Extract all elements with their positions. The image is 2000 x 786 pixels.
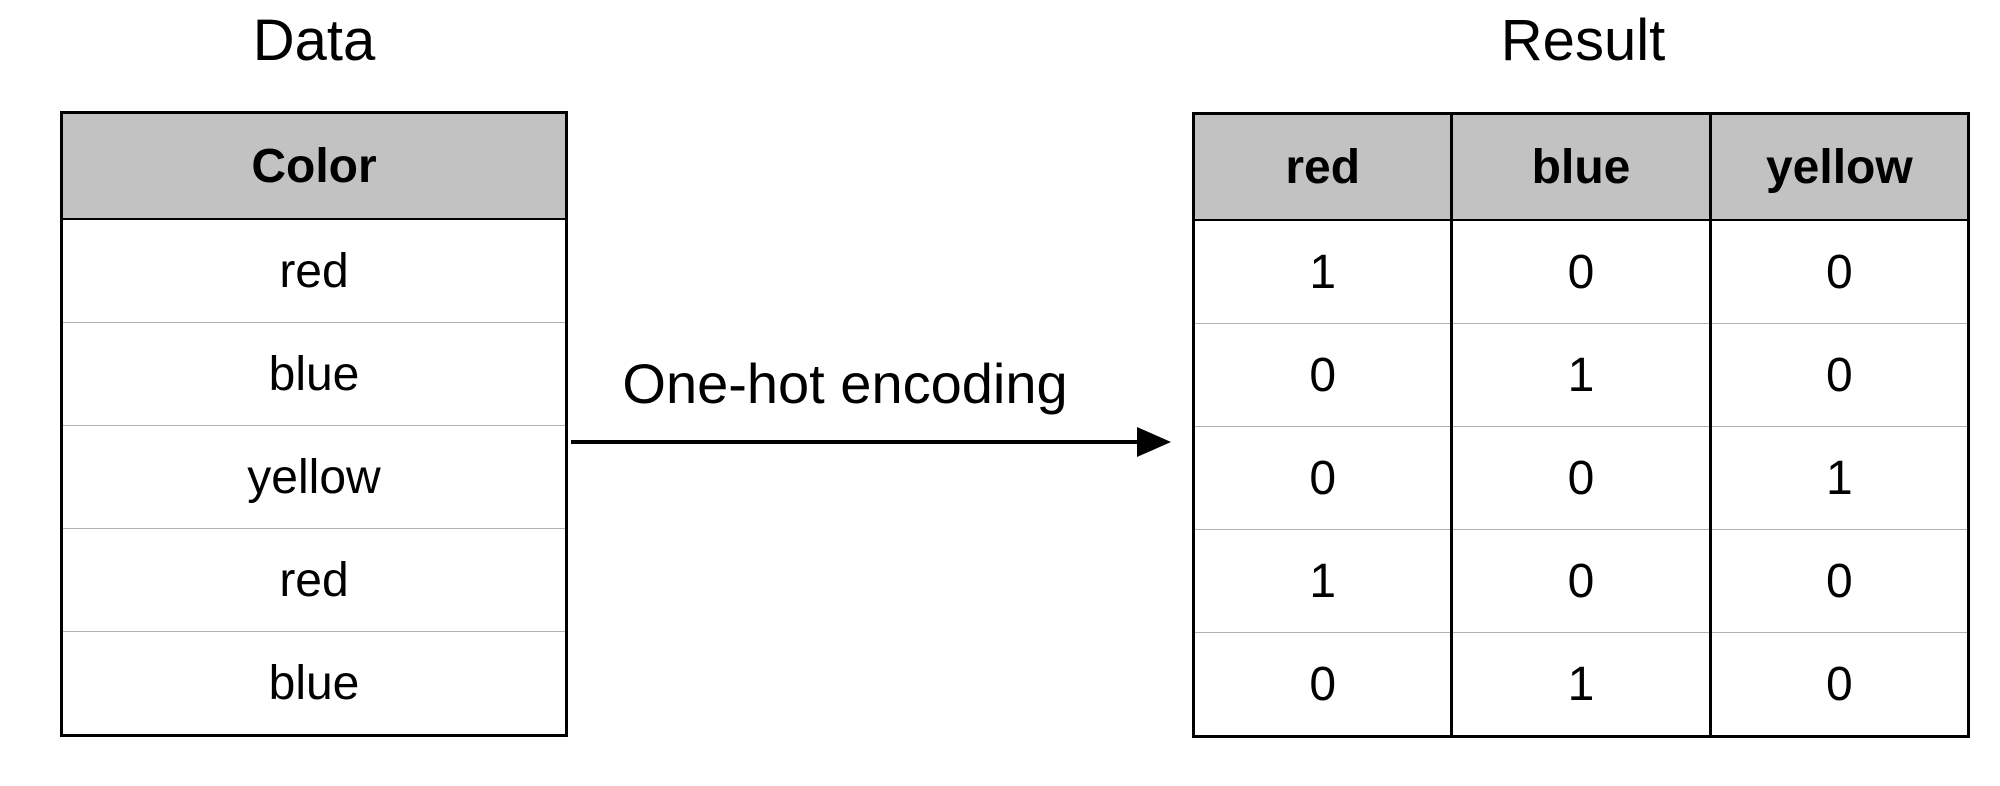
- result-header-blue: blue: [1450, 113, 1711, 221]
- data-table-row: red: [61, 218, 567, 323]
- transform-label: One-hot encoding: [622, 352, 1068, 415]
- transform-arrow: [571, 427, 1171, 457]
- data-table-row: yellow: [61, 425, 567, 529]
- data-table-row: blue: [61, 631, 567, 736]
- result-cell: 1: [1193, 529, 1452, 633]
- data-table-cell: yellow: [61, 425, 567, 529]
- result-cell: 0: [1708, 323, 1969, 427]
- data-table-cell: red: [61, 218, 567, 323]
- result-cell: 1: [1193, 219, 1452, 324]
- data-table-row: blue: [61, 322, 567, 426]
- data-table: Color red blue yellow red blue: [60, 111, 568, 737]
- result-cell: 1: [1450, 632, 1711, 737]
- result-table-row: 0 1 0: [1193, 323, 1969, 427]
- result-table-row: 1 0 0: [1193, 529, 1969, 633]
- result-table-row: 1 0 0: [1193, 219, 1969, 324]
- arrow-head-icon: [1137, 427, 1171, 457]
- result-cell: 1: [1450, 323, 1711, 427]
- data-table-header-color: Color: [61, 112, 567, 220]
- result-header-yellow: yellow: [1708, 113, 1969, 221]
- result-table-title: Result: [1500, 8, 1666, 73]
- result-table-row: 0 0 1: [1193, 426, 1969, 530]
- result-cell: 0: [1193, 323, 1452, 427]
- result-cell: 0: [1450, 426, 1711, 530]
- data-table-row: red: [61, 528, 567, 632]
- result-header-red: red: [1193, 113, 1452, 221]
- result-cell: 0: [1450, 529, 1711, 633]
- result-cell: 0: [1708, 219, 1969, 324]
- result-cell: 0: [1193, 632, 1452, 737]
- result-cell: 0: [1193, 426, 1452, 530]
- result-table: red blue yellow 1 0 0 0 1 0 0 0 1 1: [1192, 112, 1970, 738]
- data-table-title: Data: [252, 8, 376, 73]
- result-cell: 1: [1708, 426, 1969, 530]
- result-cell: 0: [1450, 219, 1711, 324]
- result-cell: 0: [1708, 529, 1969, 633]
- result-table-row: 0 1 0: [1193, 632, 1969, 737]
- data-table-cell: blue: [61, 631, 567, 736]
- result-cell: 0: [1708, 632, 1969, 737]
- data-table-header-row: Color: [61, 112, 567, 220]
- result-table-header-row: red blue yellow: [1193, 113, 1969, 221]
- data-table-cell: blue: [61, 322, 567, 426]
- data-table-cell: red: [61, 528, 567, 632]
